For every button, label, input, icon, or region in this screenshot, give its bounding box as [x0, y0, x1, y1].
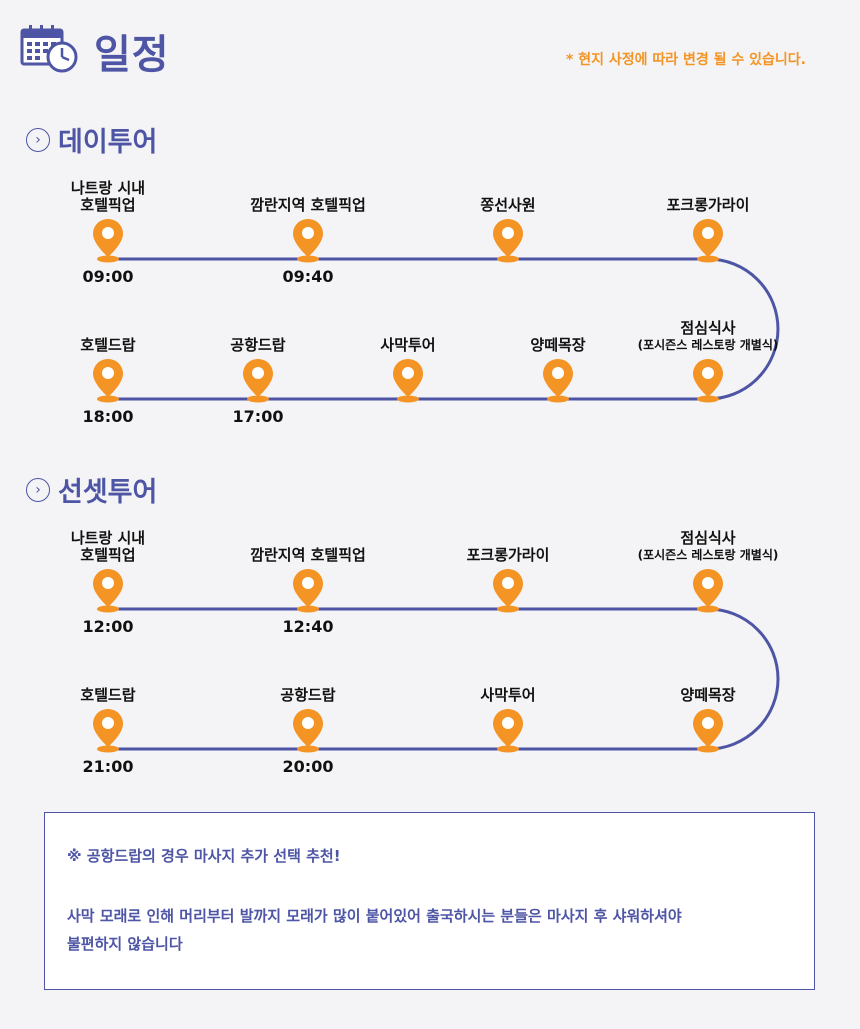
sunset-tour-route-line [108, 607, 780, 751]
map-pin-icon [291, 567, 325, 613]
stop-label: 깜란지역 호텔픽업 [208, 197, 408, 214]
chevron-right-circle-icon: › [26, 127, 50, 152]
stop-label: 나트랑 시내 호텔픽업 [8, 530, 208, 564]
info-line-2: 사막 모래로 인해 머리부터 발까지 모래가 많이 붙어있어 출국하시는 분들은… [67, 907, 682, 925]
stop-label: 포크롱가라이 [408, 547, 608, 564]
stop-time: 21:00 [82, 757, 134, 776]
stop-label: 점심식사(포시즌스 레스토랑 개별식) [608, 530, 808, 564]
stop-name: 깜란지역 호텔픽업 [250, 546, 366, 564]
stop-time: 09:00 [82, 267, 134, 286]
map-pin-icon [241, 357, 275, 403]
stop-name: 포크롱가라이 [466, 546, 550, 564]
stop-label: 쫑선사원 [408, 197, 608, 214]
stop-label: 양떼목장 [608, 687, 808, 704]
stop-name: 사막투어 [480, 686, 536, 704]
stop-name: 호텔드랍 [80, 686, 136, 704]
map-pin-icon [491, 217, 525, 263]
stop-name: 공항드랍 [280, 686, 336, 704]
stop-name: 양떼목장 [530, 336, 586, 354]
day-tour-section: › 데이투어 [26, 120, 157, 159]
stop-name: 점심식사 [680, 529, 736, 547]
stop-time: 09:40 [282, 267, 334, 286]
stop-name: 깜란지역 호텔픽업 [250, 196, 366, 214]
sunset-tour-title: 선셋투어 [58, 477, 158, 508]
schedule-notice: * 현지 사정에 따라 변경 될 수 있습니다. [566, 52, 806, 68]
map-pin-icon [91, 707, 125, 753]
map-pin-icon [691, 357, 725, 403]
map-pin-icon [691, 217, 725, 263]
map-pin-icon [291, 217, 325, 263]
stop-label: 공항드랍 [208, 687, 408, 704]
map-pin-icon [691, 567, 725, 613]
sunset-tour-section: › 선셋투어 [26, 470, 157, 509]
chevron-right-circle-icon: › [26, 477, 50, 502]
map-pin-icon [491, 567, 525, 613]
stop-name: 쫑선사원 [480, 196, 536, 214]
stop-label: 사막투어 [308, 337, 508, 354]
map-pin-icon [541, 357, 575, 403]
page-title: 일정 [94, 32, 170, 78]
stop-label: 점심식사(포시즌스 레스토랑 개별식) [608, 320, 808, 354]
stop-name: 나트랑 시내 호텔픽업 [70, 529, 146, 564]
stop-label: 양떼목장 [458, 337, 658, 354]
stop-time: 18:00 [82, 407, 134, 426]
info-box: ※ 공항드랍의 경우 마사지 추가 선택 추천! 사막 모래로 인해 머리부터 … [44, 812, 815, 990]
stop-name: 공항드랍 [230, 336, 286, 354]
stop-label: 깜란지역 호텔픽업 [208, 547, 408, 564]
info-line-1: ※ 공항드랍의 경우 마사지 추가 선택 추천! [67, 847, 341, 865]
map-pin-icon [391, 357, 425, 403]
stop-time: 12:40 [282, 617, 334, 636]
stop-label: 나트랑 시내 호텔픽업 [8, 180, 208, 214]
stop-name: 사막투어 [380, 336, 436, 354]
map-pin-icon [691, 707, 725, 753]
stop-subtitle: (포시즌스 레스토랑 개별식) [637, 338, 779, 352]
stop-name: 호텔드랍 [80, 336, 136, 354]
stop-label: 호텔드랍 [8, 337, 208, 354]
stop-time: 17:00 [232, 407, 284, 426]
stop-time: 12:00 [82, 617, 134, 636]
stop-label: 포크롱가라이 [608, 197, 808, 214]
calendar-clock-icon [20, 22, 80, 74]
stop-name: 포크롱가라이 [666, 196, 750, 214]
stop-name: 나트랑 시내 호텔픽업 [70, 179, 146, 214]
map-pin-icon [91, 217, 125, 263]
day-tour-route-line [108, 257, 780, 401]
info-line-3: 불편하지 않습니다 [67, 935, 183, 953]
map-pin-icon [91, 357, 125, 403]
stop-subtitle: (포시즌스 레스토랑 개별식) [637, 548, 779, 562]
stop-name: 양떼목장 [680, 686, 736, 704]
map-pin-icon [291, 707, 325, 753]
stop-label: 사막투어 [408, 687, 608, 704]
map-pin-icon [91, 567, 125, 613]
stop-label: 호텔드랍 [8, 687, 208, 704]
stop-label: 공항드랍 [158, 337, 358, 354]
day-tour-title: 데이투어 [58, 127, 158, 158]
stop-name: 점심식사 [680, 319, 736, 337]
map-pin-icon [491, 707, 525, 753]
stop-time: 20:00 [282, 757, 334, 776]
